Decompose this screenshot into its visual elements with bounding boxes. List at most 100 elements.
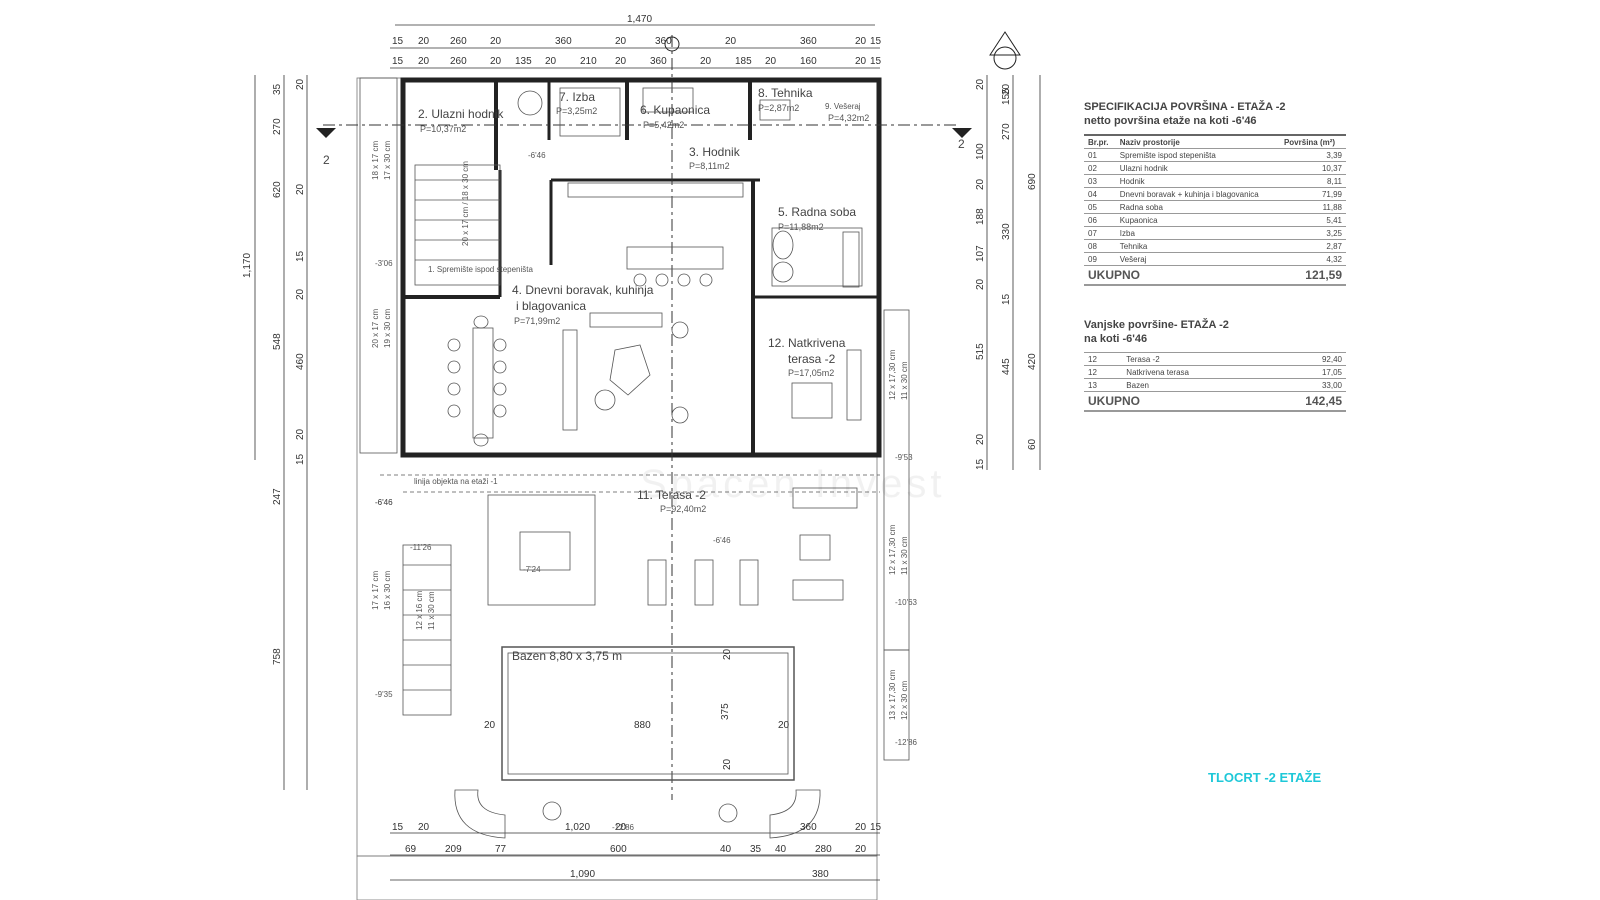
dimension-text: 160: [800, 56, 817, 67]
spec-cell: Dnevni boravak + kuhinja i blagovanica: [1115, 187, 1280, 201]
dimension-text: 360: [650, 56, 667, 67]
dimension-text: 100: [975, 143, 986, 160]
spec-cell: 04: [1084, 187, 1116, 201]
area-veseraj: P=4,32m2: [828, 113, 869, 123]
dimension-text: 260: [450, 36, 467, 47]
dimension-text: 12 x 17,30 cm: [888, 524, 897, 575]
room-kupaonica: 6. Kupaonica: [640, 103, 710, 117]
area-dnevni-boravak: P=71,99m2: [514, 316, 560, 326]
dimension-text: 515: [975, 343, 986, 360]
dimension-text: 20: [975, 78, 986, 90]
spec-total-label: UKUPNO: [1088, 268, 1141, 282]
dimension-text: 20: [975, 178, 986, 190]
dimension-text: -6'46: [713, 536, 731, 545]
spec-cell: Radna soba: [1115, 200, 1280, 214]
dimension-text: 600: [610, 844, 627, 855]
area-ulazni-hodnik: P=10,37m2: [420, 124, 466, 134]
room-ulazni-hodnik: 2. Ulazni hodnik: [418, 107, 504, 121]
dimension-text: 17 x 17 cm: [371, 571, 380, 610]
outdoor-total-label: UKUPNO: [1088, 394, 1141, 408]
spec-cell: Spremište ispod stepeništa: [1115, 148, 1280, 162]
spec-cell: 05: [1084, 200, 1116, 214]
spec-cell: Tehnika: [1115, 239, 1280, 253]
dimension-text: 185: [735, 56, 752, 67]
dimension-text: 17 x 30 cm: [383, 141, 392, 180]
spec-cell: 07: [1084, 226, 1116, 240]
dimension-text: -7'24: [523, 565, 541, 574]
dimension-text: 107: [975, 245, 986, 262]
outdoor-cell: Natkrivena terasa: [1122, 365, 1283, 379]
dimension-text: 13 x 17,30 cm: [888, 669, 897, 720]
dimension-text: 20: [615, 36, 627, 47]
dimension-text: 360: [555, 36, 572, 47]
room-natkrivena-terasa: 12. Natkrivena: [768, 336, 846, 350]
spec-col-area: Površina (m²): [1279, 134, 1346, 149]
drawing-title: TLOCRT -2 ETAŽE: [1208, 770, 1322, 785]
dimension-text: 460: [295, 353, 306, 370]
stair-label: 20 x 17 cm / 18 x 30 cm: [461, 161, 470, 246]
dimension-text: -10'63: [895, 598, 918, 607]
dimension-text: -9'35: [375, 690, 393, 699]
spec-cell: 4,32: [1279, 252, 1346, 265]
spec-table: Br.pr. Naziv prostorije Površina (m²) 01…: [1084, 134, 1346, 265]
dimension-text: 758: [272, 648, 283, 665]
outdoor-specification: Vanjske površine- ETAŽA -2 na koti -6'46…: [1084, 318, 1346, 412]
dimension-text: 270: [1001, 123, 1012, 140]
dimension-text: 19 x 30 cm: [383, 309, 392, 348]
dimension-text: 15: [870, 822, 882, 833]
dimension-text: 69: [405, 844, 417, 855]
dimension-text: 20: [418, 36, 430, 47]
outdoor-total-row: UKUPNO 142,45: [1084, 391, 1346, 412]
bottom-total-right: 380: [812, 869, 829, 880]
pool-label: Bazen 8,80 x 3,75 m: [512, 649, 622, 663]
outdoor-cell: 92,40: [1282, 352, 1346, 366]
spec-col-name: Naziv prostorije: [1115, 134, 1280, 149]
dimension-text: 20: [490, 56, 502, 67]
dimension-text: 20: [855, 844, 867, 855]
area-izba: P=3,25m2: [556, 106, 597, 116]
dimension-text: 15: [975, 458, 986, 470]
top-total-dim: 1,470: [627, 14, 652, 25]
spec-cell: 02: [1084, 161, 1116, 175]
dimension-text: 20: [295, 288, 306, 300]
outdoor-title: Vanjske površine- ETAŽA -2: [1084, 319, 1229, 331]
dimension-text: 15: [870, 56, 882, 67]
dimension-text: -6'46: [528, 151, 546, 160]
outdoor-subtitle: na koti -6'46: [1084, 333, 1148, 345]
dimension-text: 20: [295, 428, 306, 440]
dimension-text: 210: [580, 56, 597, 67]
dimension-text: 20: [615, 56, 627, 67]
area-tehnika: P=2,87m2: [758, 103, 799, 113]
spec-cell: 3,25: [1279, 226, 1346, 240]
dimension-text: -6'46: [375, 498, 393, 507]
spec-cell: 2,87: [1279, 239, 1346, 253]
spec-cell: 11,88: [1279, 200, 1346, 214]
area-kupaonica: P=5,42m2: [643, 120, 684, 130]
dimension-text: 20: [765, 56, 777, 67]
spec-header-row: Br.pr. Naziv prostorije Površina (m²): [1084, 134, 1346, 149]
area-radna-soba: P=11,88m2: [778, 222, 824, 232]
spec-cell: 10,37: [1279, 161, 1346, 175]
spec-cell: 01: [1084, 148, 1116, 162]
pool-right-dim: 20: [778, 720, 790, 731]
room-veseraj: 9. Vešeraj: [825, 102, 861, 111]
dimension-text: 20: [545, 56, 557, 67]
pool-depth-dim: 375: [720, 703, 731, 720]
dimension-text: 20: [975, 278, 986, 290]
dimension-text: 360: [800, 36, 817, 47]
spec-cell: 08: [1084, 239, 1116, 253]
dimension-text: 15: [392, 56, 404, 67]
pool-left-dim: 20: [484, 720, 496, 731]
dimension-text: 135: [515, 56, 532, 67]
spec-cell: 3,39: [1279, 148, 1346, 162]
dimension-text: 209: [445, 844, 462, 855]
dimension-text: 20: [700, 56, 712, 67]
dimension-text: 20: [295, 78, 306, 90]
